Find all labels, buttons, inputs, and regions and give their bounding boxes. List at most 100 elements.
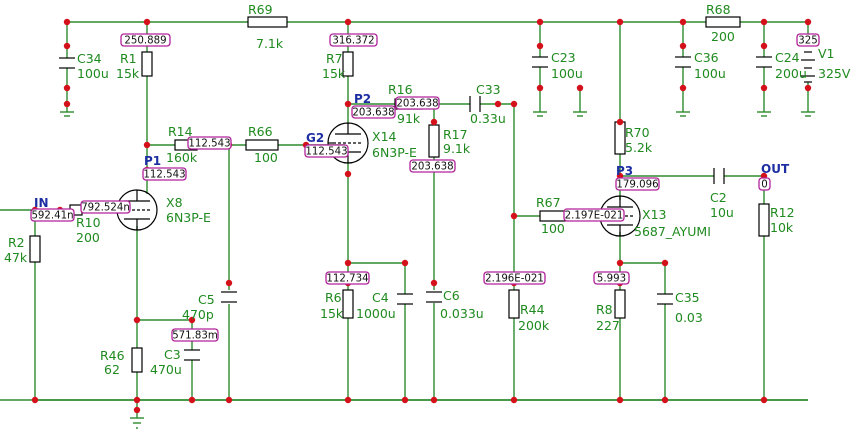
svg-text:316.372: 316.372 <box>332 36 374 47</box>
svg-text:160k: 160k <box>166 150 198 165</box>
svg-text:R17: R17 <box>443 127 468 142</box>
readout-p2: 203.638 <box>351 105 396 119</box>
ground-icon <box>757 111 771 117</box>
svg-text:R10: R10 <box>76 215 101 230</box>
svg-text:100u: 100u <box>551 66 583 81</box>
svg-text:100u: 100u <box>77 66 109 81</box>
svg-text:1000u: 1000u <box>356 306 396 321</box>
svg-text:0.033u: 0.033u <box>440 306 484 321</box>
svg-text:47k: 47k <box>4 250 28 265</box>
readout-r10: 792.524n <box>80 200 131 214</box>
svg-text:325V: 325V <box>818 66 851 81</box>
svg-text:15k: 15k <box>320 306 344 321</box>
svg-text:100: 100 <box>541 221 565 236</box>
svg-text:9.1k: 9.1k <box>443 141 471 156</box>
svg-text:X14: X14 <box>372 129 397 144</box>
capacitor-c35 <box>657 293 673 305</box>
svg-text:V1: V1 <box>818 46 835 61</box>
node-label-p3: P3 <box>616 164 633 178</box>
capacitor-c5 <box>221 291 237 303</box>
svg-text:R70: R70 <box>625 125 650 140</box>
svg-text:200: 200 <box>76 230 100 245</box>
node-label-g2: G2 <box>306 131 324 145</box>
readout-g2: 112.543 <box>304 144 349 158</box>
svg-text:C35: C35 <box>675 290 700 305</box>
svg-text:10u: 10u <box>710 205 734 220</box>
resistor-r6 <box>342 289 354 319</box>
svg-text:R1: R1 <box>120 51 137 66</box>
svg-text:6N3P-E: 6N3P-E <box>372 145 417 160</box>
svg-text:15k: 15k <box>322 66 346 81</box>
node-label-in: IN <box>34 196 49 210</box>
svg-text:0: 0 <box>761 180 767 191</box>
junction-dots <box>31 18 812 414</box>
ground-icon <box>533 111 547 117</box>
svg-text:5.993: 5.993 <box>597 274 626 285</box>
svg-text:C36: C36 <box>694 50 719 65</box>
capacitor-c23 <box>532 56 548 68</box>
readout-x14-cathode: 112.734 <box>325 271 370 285</box>
svg-text:112.543: 112.543 <box>143 170 185 181</box>
capacitor-c33 <box>469 96 481 112</box>
svg-text:203.638: 203.638 <box>396 99 438 110</box>
svg-text:792.524n: 792.524n <box>81 203 130 214</box>
readout-v1-top: 325 <box>796 33 820 47</box>
node-label-p2: P2 <box>354 92 371 106</box>
svg-text:R6: R6 <box>325 290 342 305</box>
svg-text:15k: 15k <box>116 66 140 81</box>
svg-text:R69: R69 <box>248 2 273 17</box>
capacitor-c6 <box>426 291 442 303</box>
svg-text:203.638: 203.638 <box>352 108 394 119</box>
svg-text:62: 62 <box>104 362 120 377</box>
node-labels: IN OUT P1 P2 P3 G2 <box>34 92 790 210</box>
capacitor-c24 <box>756 56 772 68</box>
svg-text:100u: 100u <box>694 66 726 81</box>
resistor-r44 <box>508 289 520 319</box>
svg-text:200u: 200u <box>775 66 807 81</box>
svg-text:200: 200 <box>711 29 735 44</box>
svg-text:470p: 470p <box>182 307 214 322</box>
svg-text:203.638: 203.638 <box>411 162 453 173</box>
capacitor-c34 <box>59 57 75 69</box>
svg-text:C33: C33 <box>476 82 501 97</box>
readout-in: 592.41n <box>30 208 75 222</box>
svg-text:C4: C4 <box>372 290 389 305</box>
svg-text:112.543: 112.543 <box>188 139 230 150</box>
svg-text:250.889: 250.889 <box>124 36 166 47</box>
resistor-r8 <box>614 289 626 319</box>
svg-text:C34: C34 <box>77 51 102 66</box>
svg-text:179.096: 179.096 <box>616 180 658 191</box>
capacitor-c36 <box>675 56 691 68</box>
svg-text:5.2k: 5.2k <box>625 140 653 155</box>
svg-text:R68: R68 <box>706 2 731 17</box>
voltage-readouts: 250.889 316.372 325 203.638 203.638 112.… <box>30 33 820 342</box>
readout-r14: 112.543 <box>187 136 232 150</box>
svg-text:470u: 470u <box>150 362 182 377</box>
svg-text:C2: C2 <box>710 190 727 205</box>
readout-r16-right: 203.638 <box>395 96 440 110</box>
svg-text:7.1k: 7.1k <box>256 36 284 51</box>
svg-text:2.196E-021: 2.196E-021 <box>485 274 544 285</box>
svg-text:325: 325 <box>798 36 817 47</box>
component-labels: R69 7.1k R68 200 C34 100u R1 15k R7 15k … <box>4 2 851 377</box>
capacitors <box>59 56 772 361</box>
resistors <box>29 16 770 373</box>
readout-r17-bottom: 203.638 <box>409 159 456 173</box>
svg-text:6N3P-E: 6N3P-E <box>166 210 211 225</box>
readout-c3-top: 571.83m <box>171 328 219 342</box>
readout-p1: 112.543 <box>142 167 187 181</box>
node-label-out: OUT <box>761 162 790 176</box>
resistor-r2 <box>29 235 41 263</box>
svg-text:112.543: 112.543 <box>305 147 347 158</box>
resistor-r7 <box>342 51 354 77</box>
resistor-r46 <box>131 347 143 373</box>
svg-text:C3: C3 <box>164 347 181 362</box>
ground-icon <box>60 111 74 117</box>
svg-text:R14: R14 <box>168 124 193 139</box>
svg-text:C24: C24 <box>775 50 800 65</box>
svg-text:91k: 91k <box>397 111 421 126</box>
readout-r1-top: 250.889 <box>120 33 171 47</box>
svg-text:227: 227 <box>596 318 620 333</box>
svg-text:R66: R66 <box>248 124 273 139</box>
